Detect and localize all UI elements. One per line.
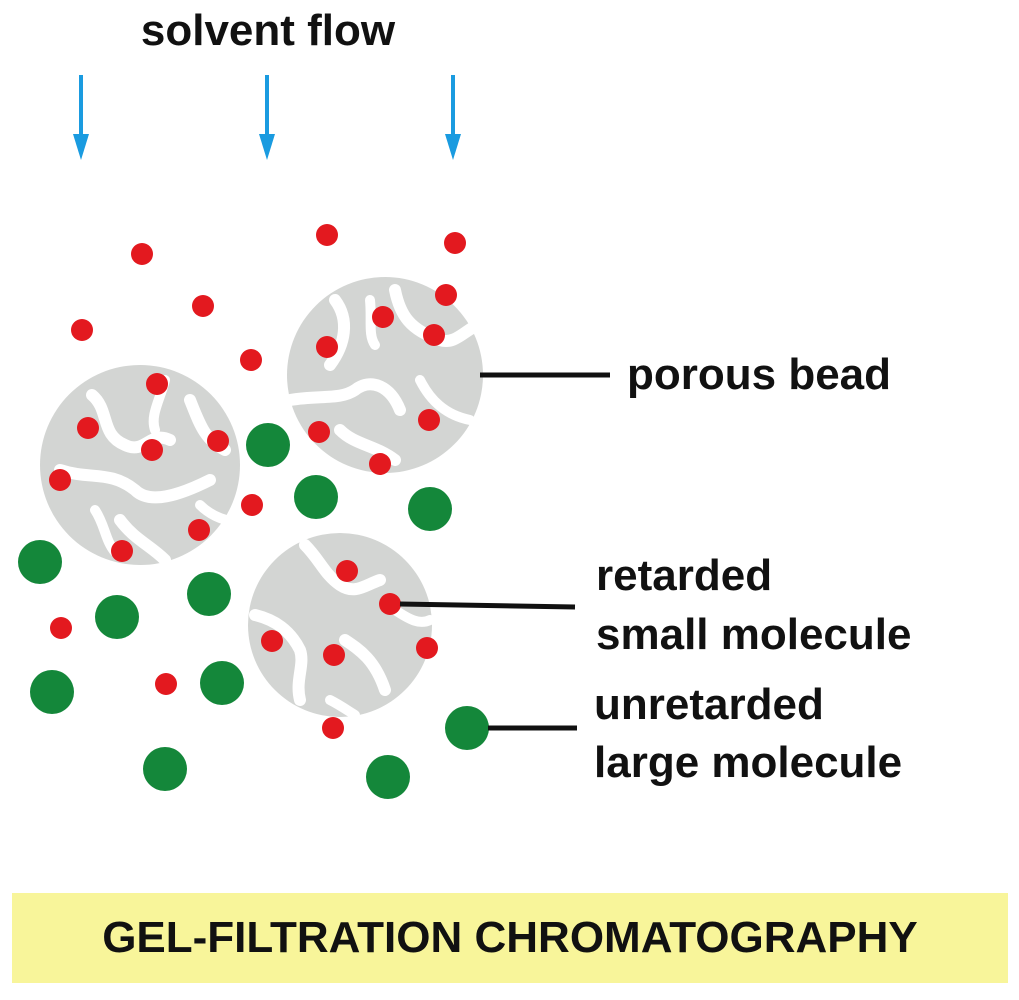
small-molecule (141, 439, 163, 461)
small-molecule (188, 519, 210, 541)
large-molecule (294, 475, 338, 519)
small-molecule (207, 430, 229, 452)
large-molecule (95, 595, 139, 639)
small-molecule (369, 453, 391, 475)
retarded-leader (399, 601, 576, 610)
large-molecule (200, 661, 244, 705)
large-molecule (246, 423, 290, 467)
large-molecule-label: large molecule (594, 738, 902, 787)
porous-bead (40, 365, 240, 566)
large-molecules (18, 423, 489, 799)
arrow-down-icon (73, 75, 89, 160)
large-molecule (187, 572, 231, 616)
small-molecule (261, 630, 283, 652)
arrow-down-icon (445, 75, 461, 160)
small-molecule (77, 417, 99, 439)
small-molecule (423, 324, 445, 346)
small-molecule (444, 232, 466, 254)
retarded-label: retarded (596, 551, 772, 600)
small-molecule (372, 306, 394, 328)
small-molecules (49, 224, 466, 739)
small-molecule (308, 421, 330, 443)
solvent-flow-arrows (73, 75, 461, 160)
diagram-title: GEL-FILTRATION CHROMATOGRAPHY (102, 913, 918, 962)
porous-bead-label: porous bead (627, 350, 891, 399)
small-molecule (155, 673, 177, 695)
small-molecule (418, 409, 440, 431)
unretarded-label: unretarded (594, 680, 824, 729)
large-molecule (30, 670, 74, 714)
large-molecule (143, 747, 187, 791)
solvent-flow-label: solvent flow (141, 6, 396, 55)
small-molecule (322, 717, 344, 739)
small-molecule (316, 224, 338, 246)
large-molecule (366, 755, 410, 799)
small-molecule (323, 644, 345, 666)
porous-bead (248, 533, 435, 720)
small-molecule (131, 243, 153, 265)
small-molecule (416, 637, 438, 659)
small-molecule (316, 336, 338, 358)
small-molecule (111, 540, 133, 562)
title-banner: GEL-FILTRATION CHROMATOGRAPHY (12, 893, 1008, 983)
small-molecule (50, 617, 72, 639)
small-molecule (71, 319, 93, 341)
large-molecule (445, 706, 489, 750)
small-molecule (240, 349, 262, 371)
large-molecule (18, 540, 62, 584)
small-molecule (435, 284, 457, 306)
small-molecule (192, 295, 214, 317)
small-molecule (241, 494, 263, 516)
small-molecule (49, 469, 71, 491)
small-molecule (379, 593, 401, 615)
small-molecule (336, 560, 358, 582)
arrow-down-icon (259, 75, 275, 160)
small-molecule (146, 373, 168, 395)
large-molecule (408, 487, 452, 531)
small-molecule-label: small molecule (596, 610, 911, 659)
